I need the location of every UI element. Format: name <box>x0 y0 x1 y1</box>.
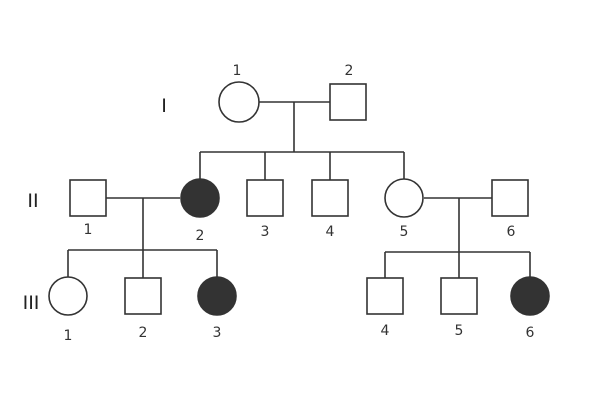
individual-ii5-female <box>384 178 424 218</box>
individual-number-i2: 2 <box>345 63 354 79</box>
individual-number-ii1: 1 <box>84 222 93 238</box>
individual-i1-female <box>218 81 260 123</box>
generation-label-iii: III <box>23 292 40 314</box>
individual-ii2-female <box>180 178 220 218</box>
individual-number-iii1: 1 <box>64 328 73 344</box>
generation-label-ii: II <box>27 190 38 212</box>
individual-ii3-male <box>246 179 284 217</box>
individual-number-ii2: 2 <box>196 228 205 244</box>
individual-number-iii3: 3 <box>213 325 222 341</box>
individual-iii4-male <box>366 277 404 315</box>
individual-number-iii5: 5 <box>455 323 464 339</box>
individual-iii5-male <box>440 277 478 315</box>
individual-number-ii4: 4 <box>326 224 335 240</box>
individual-number-ii6: 6 <box>507 224 516 240</box>
generation-label-i: I <box>161 95 167 117</box>
pedigree-lines <box>67 101 531 278</box>
individual-number-iii4: 4 <box>381 323 390 339</box>
individual-number-ii5: 5 <box>400 224 409 240</box>
individual-iii6-female <box>510 276 550 316</box>
individual-number-i1: 1 <box>233 63 242 79</box>
individual-number-ii3: 3 <box>261 224 270 240</box>
individual-iii1-female <box>48 276 88 316</box>
individual-i2-male <box>329 83 367 121</box>
individual-ii4-male <box>311 179 349 217</box>
individual-ii1-male <box>69 179 107 217</box>
individual-number-iii2: 2 <box>139 325 148 341</box>
individual-iii2-male <box>124 277 162 315</box>
individual-number-iii6: 6 <box>526 325 535 341</box>
individual-ii6-male <box>491 179 529 217</box>
individual-iii3-female <box>197 276 237 316</box>
